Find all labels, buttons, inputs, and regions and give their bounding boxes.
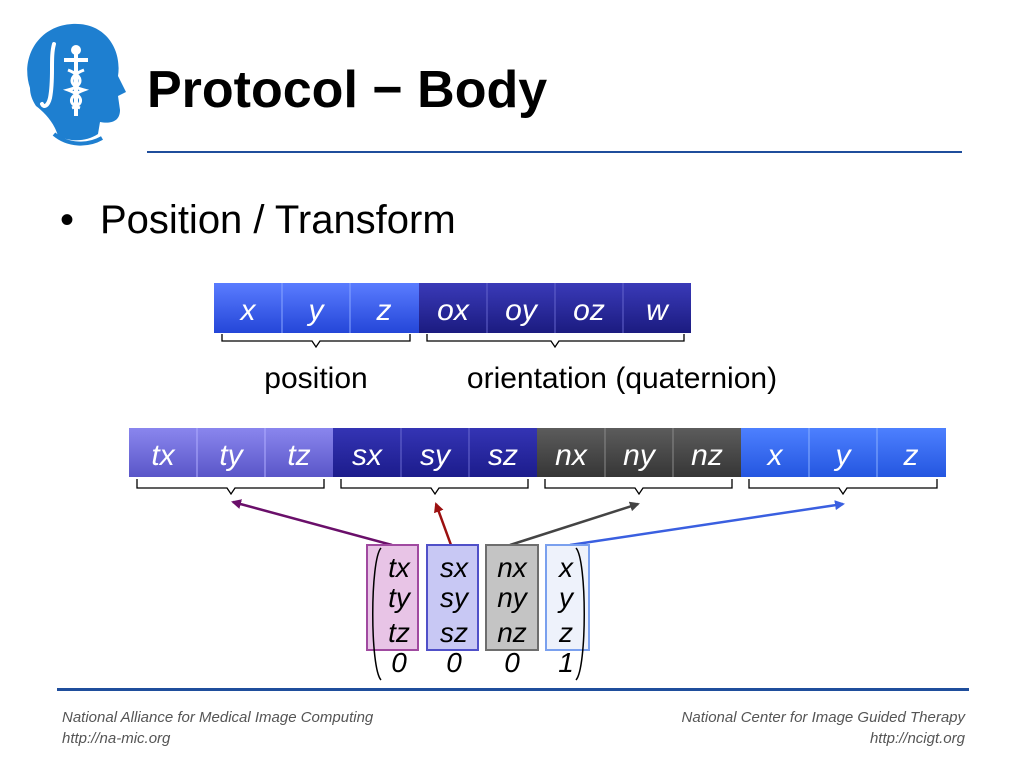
n-vector-brace: [544, 479, 733, 496]
packet-cell-oy: oy: [505, 294, 539, 327]
footer-left-org: National Alliance for Medical Image Comp…: [62, 709, 374, 726]
transform-cell-z: z: [903, 439, 919, 472]
transform-cell-ny: ny: [623, 439, 657, 472]
transform-cell-ty: ty: [219, 439, 244, 472]
arrow-n-vector: [509, 501, 640, 547]
s-vector-brace: [340, 479, 529, 496]
packet-cell-ox: ox: [437, 294, 470, 327]
footer-left-url: http://na-mic.org: [62, 730, 171, 747]
matrix-cell: sy: [440, 582, 470, 613]
matrix-cell: x: [557, 552, 574, 583]
bullet-dot: •: [60, 198, 75, 242]
bullet-text: Position / Transform: [100, 198, 456, 242]
transform-cell-sx: sx: [352, 439, 383, 472]
n-vector-group: [537, 428, 741, 477]
transform-packet: tx ty tz sx sy sz nx ny nz x y z: [129, 428, 946, 496]
arrow-xyz-vector: [569, 500, 845, 547]
matrix-cell: y: [557, 582, 575, 613]
arrow-translation: [231, 499, 393, 547]
transform-cell-tx: tx: [151, 439, 175, 472]
xyz-vector-group: [741, 428, 946, 477]
packet-cell-x: x: [239, 294, 257, 327]
matrix-cell: nx: [497, 552, 528, 583]
matrix-cell: z: [558, 617, 573, 648]
matrix-cell: 1: [558, 647, 574, 678]
position-group: x y z: [214, 283, 419, 333]
homogeneous-matrix: tx ty tz 0 sx sy sz 0 nx ny nz 0 x y z 1: [366, 544, 590, 681]
matrix-column-highlight-xyz: [545, 544, 590, 651]
orientation-group: ox oy oz w: [419, 283, 691, 333]
footer-right: National Center for Image Guided Therapy…: [682, 707, 965, 749]
xyz-vector-brace: [748, 479, 938, 496]
matrix-column-highlight-s: [426, 544, 479, 651]
matrix-cell: tz: [388, 617, 410, 648]
matrix-column-highlight-n: [485, 544, 539, 651]
title-divider: [147, 151, 962, 153]
translation-group: [129, 428, 333, 477]
transform-cell-x: x: [766, 439, 784, 472]
matrix-cell: 0: [504, 647, 520, 678]
s-vector-group: [333, 428, 537, 477]
matrix-cell: ty: [388, 582, 412, 613]
matrix-left-bracket: [372, 547, 382, 681]
orientation-label: orientation (quaternion): [467, 362, 777, 395]
matrix-cell: sx: [440, 552, 469, 583]
arrow-s-vector: [434, 502, 453, 546]
transform-cell-y: y: [834, 439, 853, 472]
packet-cell-z: z: [376, 294, 392, 327]
transform-cell-nx: nx: [555, 439, 588, 472]
transform-cell-sz: sz: [488, 439, 518, 472]
packet-cell-y: y: [307, 294, 326, 327]
footer-divider: [57, 688, 969, 691]
matrix-cell: 0: [391, 647, 407, 678]
position-label: position: [264, 362, 367, 395]
footer-left: National Alliance for Medical Image Comp…: [62, 707, 373, 749]
orientation-brace: [426, 334, 685, 349]
matrix-right-bracket: [575, 547, 585, 681]
bullet-item: • Position / Transform: [60, 198, 456, 242]
footer-right-url: http://ncigt.org: [869, 730, 965, 747]
transform-cell-nz: nz: [691, 439, 723, 472]
matrix-cell: 0: [446, 647, 462, 678]
slicer-logo-icon: [27, 23, 126, 146]
matrix-cell: nz: [497, 617, 527, 648]
packet-cell-oz: oz: [573, 294, 605, 327]
matrix-cell: tx: [388, 552, 411, 583]
position-brace: [221, 334, 411, 349]
matrix-cell: ny: [497, 582, 529, 613]
transform-cell-sy: sy: [420, 439, 452, 472]
page-title: Protocol − Body: [147, 61, 548, 119]
transform-cell-tz: tz: [287, 439, 310, 472]
translation-brace: [136, 479, 325, 496]
packet-cell-w: w: [646, 294, 670, 327]
footer-right-org: National Center for Image Guided Therapy: [681, 709, 965, 726]
position-packet: x y z ox oy oz w position orientation (q…: [214, 283, 777, 395]
matrix-cell: sz: [440, 617, 468, 648]
